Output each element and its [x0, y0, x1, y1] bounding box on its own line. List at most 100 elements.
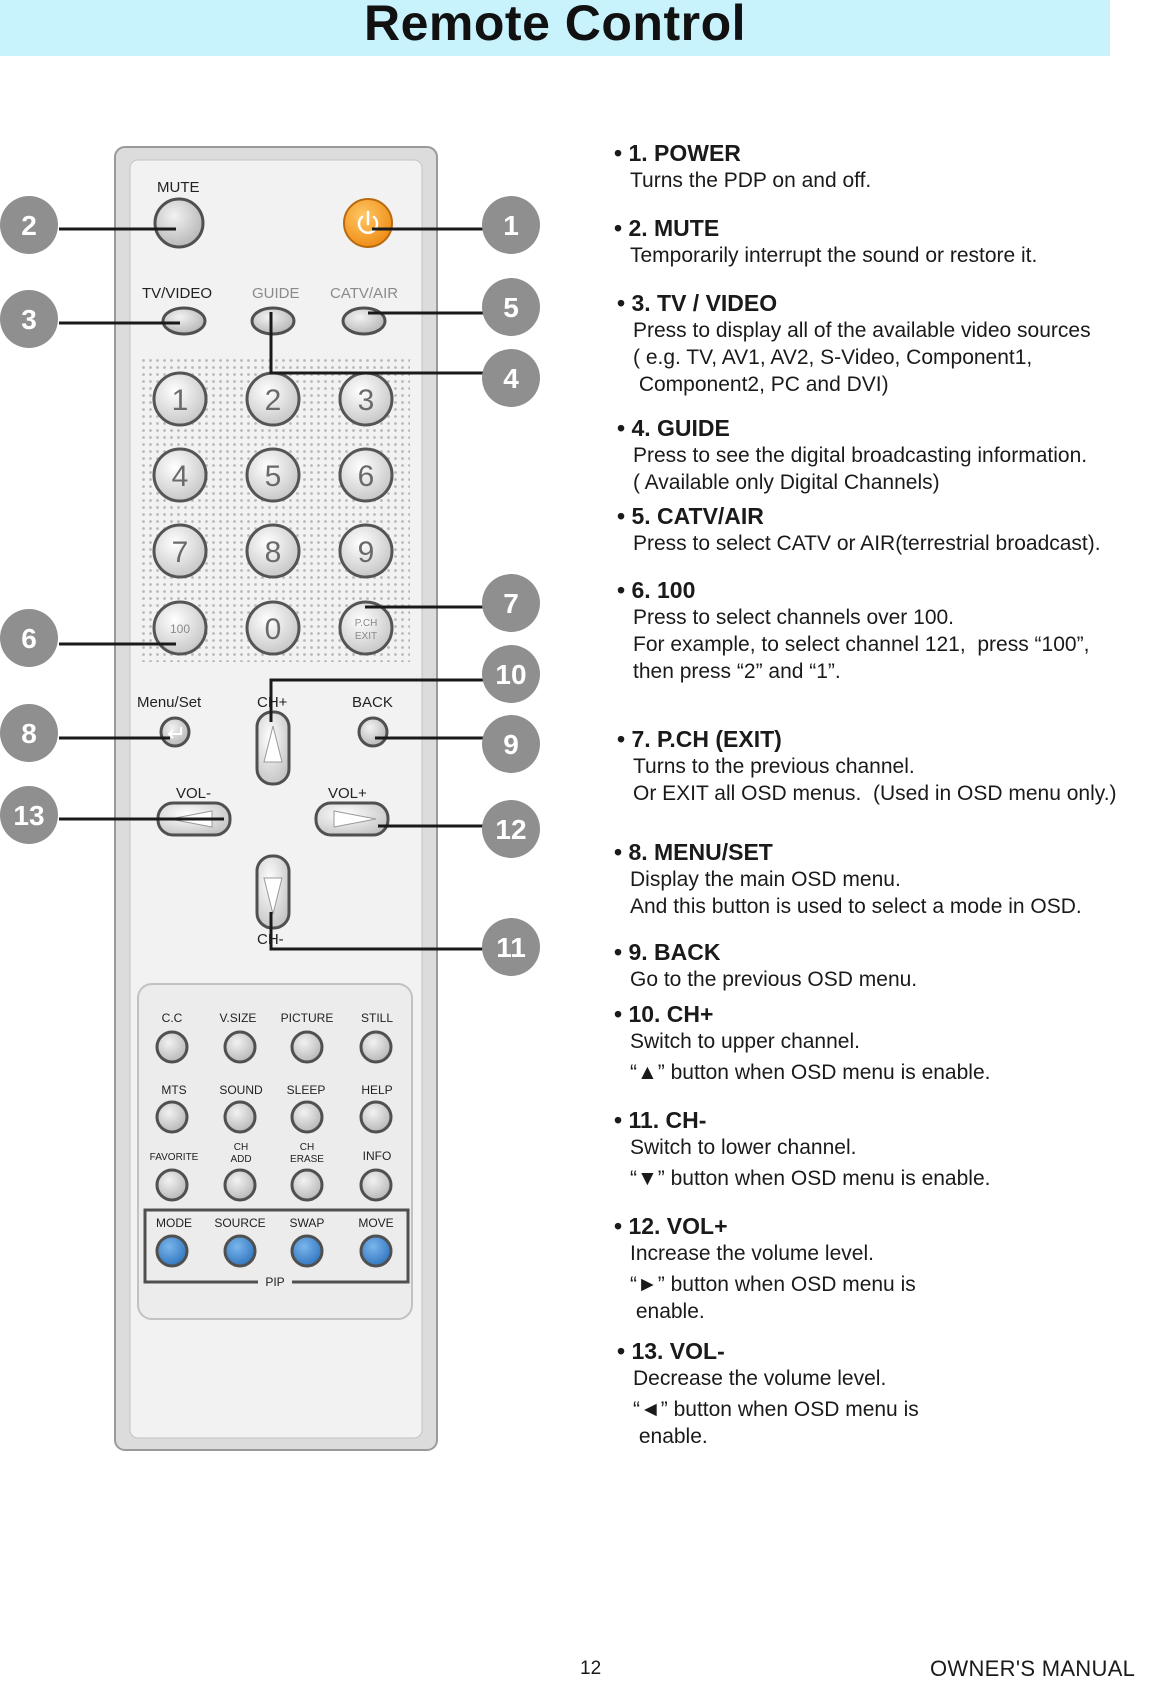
desc-ch-plus-head: • 10. CH+ [614, 1001, 714, 1027]
digit-0-label: 0 [265, 613, 282, 646]
desc-100-line-2: For example, to select channel 121, pres… [633, 633, 1090, 656]
hundred-button[interactable] [152, 600, 208, 656]
pip-mode-button[interactable] [155, 1234, 189, 1268]
number-pad: 1 2 3 4 5 6 7 8 9 100 0 P.CH EXIT [152, 371, 394, 656]
digit-5-button[interactable] [245, 447, 301, 503]
page-number: 12 [580, 1658, 602, 1679]
ch-add-button[interactable] [223, 1168, 257, 1202]
desc-catv-air: • 5. CATV/AIR Press to select CATV or AI… [617, 502, 1101, 557]
digit-3-label: 3 [358, 384, 375, 417]
digit-8-button[interactable] [245, 523, 301, 579]
desc-vol-minus-line-2: “◄” button when OSD menu is [633, 1398, 919, 1421]
callout-13 [0, 786, 58, 844]
still-button[interactable] [359, 1030, 393, 1064]
hundred-label: 100 [170, 622, 190, 636]
move-label: MOVE [358, 1216, 393, 1230]
vol-minus-label: VOL- [176, 785, 211, 802]
callout-9 [482, 715, 540, 773]
back-button[interactable] [357, 716, 389, 748]
sound-button[interactable] [223, 1100, 257, 1134]
digit-4-label: 4 [172, 460, 189, 493]
favorite-button[interactable] [155, 1168, 189, 1202]
callout-7 [482, 574, 540, 632]
mts-button[interactable] [155, 1100, 189, 1134]
digit-7-button[interactable] [152, 523, 208, 579]
desc-catv-air-line-1: Press to select CATV or AIR(terrestrial … [633, 532, 1101, 555]
desc-guide-head: • 4. GUIDE [617, 415, 730, 441]
desc-pch-exit-line-1: Turns to the previous channel. [633, 755, 915, 778]
picture-button[interactable] [290, 1030, 324, 1064]
desc-guide-line-1: Press to see the digital broadcasting in… [633, 444, 1088, 467]
menu-set-button[interactable] [159, 716, 191, 748]
desc-ch-minus-head: • 11. CH- [614, 1107, 707, 1133]
tv-video-label: TV/VIDEO [142, 285, 212, 302]
ch-add-label-1: CH [234, 1142, 248, 1153]
pch-exit-button[interactable] [338, 600, 394, 656]
favorite-label: FAVORITE [150, 1152, 199, 1163]
picture-label: PICTURE [281, 1011, 334, 1025]
pip-swap-button[interactable] [290, 1234, 324, 1268]
pip-move-button[interactable] [359, 1234, 393, 1268]
digit-2-label: 2 [265, 384, 282, 417]
callout-6 [0, 609, 58, 667]
callout-3-number: 3 [21, 304, 37, 335]
callout-8 [0, 704, 58, 762]
desc-100-line-3: then press “2” and “1”. [633, 660, 841, 683]
cc-label: C.C [162, 1011, 183, 1025]
vsize-button[interactable] [223, 1030, 257, 1064]
callout-10 [482, 645, 540, 703]
desc-power-head: • 1. POWER [614, 140, 741, 166]
cc-button[interactable] [155, 1030, 189, 1064]
desc-menu-set-line-1: Display the main OSD menu. [630, 868, 901, 891]
callout-5 [482, 278, 540, 336]
digit-4-button[interactable] [152, 447, 208, 503]
desc-ch-plus-line-2: “▲” button when OSD menu is enable. [630, 1061, 991, 1084]
callout-9-number: 9 [503, 729, 519, 760]
desc-tv-video-head: • 3. TV / VIDEO [617, 290, 778, 316]
pip-source-button[interactable] [223, 1234, 257, 1268]
digit-6-button[interactable] [338, 447, 394, 503]
desc-power-line-1: Turns the PDP on and off. [630, 169, 872, 192]
desc-tv-video-line-1: Press to display all of the available vi… [633, 319, 1091, 342]
callout-11 [482, 918, 540, 976]
manual-title: OWNER'S MANUAL [930, 1656, 1136, 1681]
sleep-button[interactable] [290, 1100, 324, 1134]
desc-100-line-1: Press to select channels over 100. [633, 606, 955, 629]
tv-video-button[interactable] [161, 306, 207, 336]
guide-label: GUIDE [252, 285, 300, 302]
desc-back: • 9. BACK Go to the previous OSD menu. [614, 938, 917, 993]
guide-button[interactable] [250, 306, 296, 336]
callout-3 [0, 290, 58, 348]
callout-12 [482, 800, 540, 858]
callout-4-number: 4 [503, 363, 519, 394]
help-button[interactable] [359, 1100, 393, 1134]
digit-9-button[interactable] [338, 523, 394, 579]
callout-11-number: 11 [496, 932, 526, 963]
right-triangle-icon [333, 810, 377, 828]
menu-set-label: Menu/Set [137, 694, 202, 711]
digit-0-button[interactable] [245, 600, 301, 656]
function-panel [137, 983, 413, 1320]
desc-vol-plus-line-2: “►” button when OSD menu is [630, 1273, 916, 1296]
title-bar [0, 0, 1110, 56]
digit-5-label: 5 [265, 460, 282, 493]
callout-8-number: 8 [21, 718, 37, 749]
page-title: Remote Control [364, 0, 746, 51]
up-triangle-icon [263, 725, 283, 763]
desc-tv-video-line-2: ( e.g. TV, AV1, AV2, S-Video, Component1… [633, 346, 1033, 369]
info-button[interactable] [359, 1168, 393, 1202]
callout-lines [59, 227, 487, 951]
callout-13-number: 13 [13, 800, 44, 831]
desc-ch-plus-line-1: Switch to upper channel. [630, 1030, 860, 1053]
mute-button[interactable] [153, 197, 205, 249]
digit-1-button[interactable] [152, 371, 208, 427]
desc-vol-minus-line-3: enable. [633, 1425, 708, 1448]
ch-erase-button[interactable] [290, 1168, 324, 1202]
mts-label: MTS [161, 1083, 186, 1097]
callout-6-number: 6 [21, 623, 37, 654]
desc-ch-minus: • 11. CH- Switch to lower channel. “▼” b… [614, 1106, 990, 1192]
digit-9-label: 9 [358, 536, 375, 569]
digit-6-label: 6 [358, 460, 375, 493]
desc-menu-set-line-2: And this button is used to select a mode… [630, 895, 1082, 918]
callout-2-number: 2 [21, 210, 37, 241]
